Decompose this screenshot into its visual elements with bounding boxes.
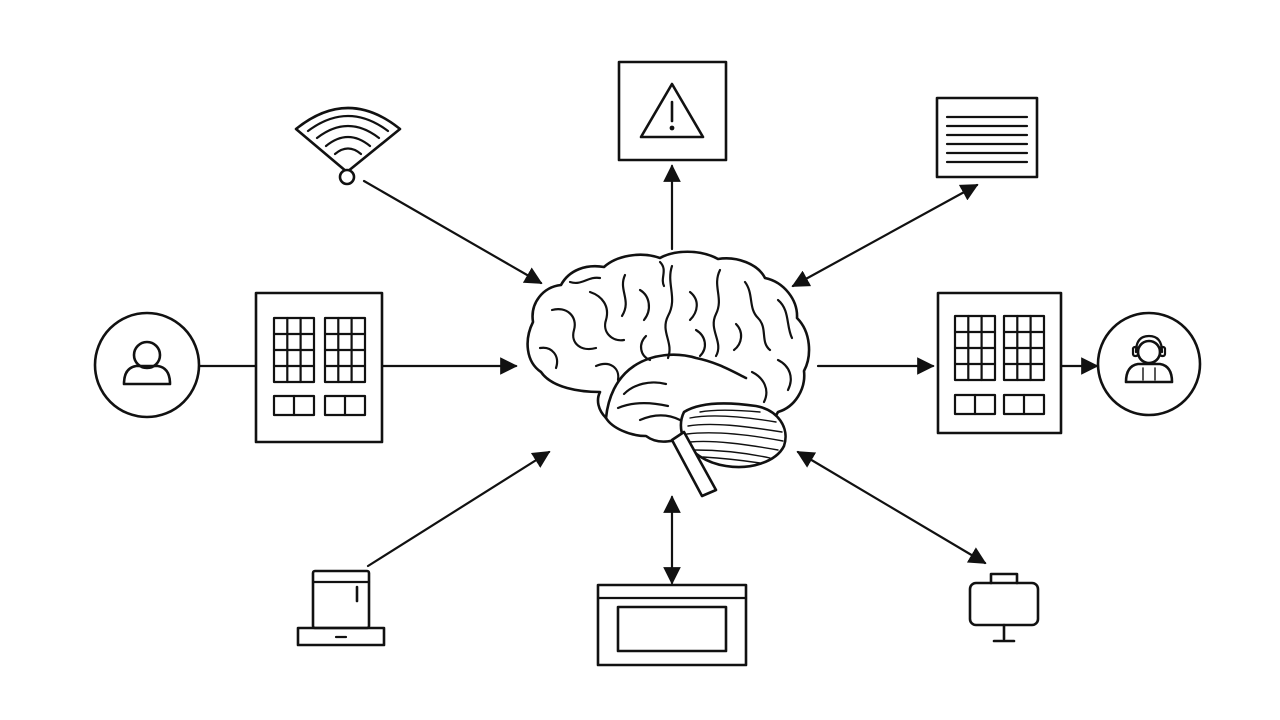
laptop-icon [296, 569, 386, 647]
operator-icon [1096, 311, 1202, 417]
grid-panel-icon-right [936, 291, 1063, 435]
connector-laptop-brain [366, 450, 551, 568]
connector-brain-document [791, 183, 979, 288]
brain-icon [526, 250, 811, 498]
wifi-icon [294, 106, 402, 186]
connectors [197, 164, 1099, 585]
user-icon [93, 311, 201, 419]
connector-wifi-brain [362, 179, 543, 285]
grid-panel-icon-left [254, 291, 384, 444]
toolbox-icon [968, 572, 1040, 643]
warning-icon [617, 60, 728, 162]
connector-brain-toolbox [796, 450, 987, 565]
document-icon [935, 96, 1039, 179]
display-panel-icon [596, 583, 748, 667]
